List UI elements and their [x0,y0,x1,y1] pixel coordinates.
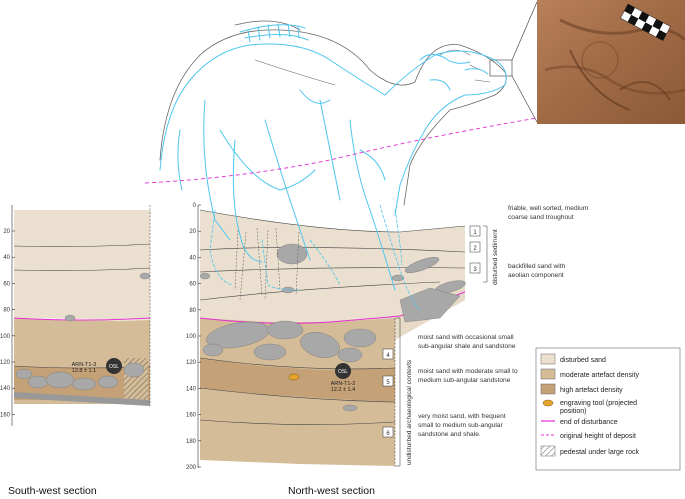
depth-tick-label: 120 [186,360,197,366]
northwest-section: OSL ARN-T1-2 12.2 ± 1.4 [197,205,466,468]
sw-sample-age: 12.8 ± 1.1 [72,368,96,374]
sw-osl-sample [106,358,122,374]
legend: disturbed sand moderate artefact density… [535,347,681,471]
end-of-disturbance-line [199,291,466,324]
svg-text:5: 5 [386,380,390,386]
legend-item-pedestal: pedestal under large rock [540,445,639,457]
original-height-line [144,117,538,184]
desc-unit6-line1: very moist sand, with frequent [418,413,506,420]
desc-unit3-line2: aeolian component [508,272,564,279]
depth-tick-label: 0 [193,203,197,209]
unit-box-4: 4 [382,348,394,360]
legend-item-engraving-tool: engraving tool (projected position) [542,399,637,415]
depth-tick-label: 80 [3,308,10,314]
zoom-indicator [489,1,538,123]
unit-box-6: 6 [382,426,394,438]
depth-tick-label: 120 [0,360,11,366]
depth-tick-label: 100 [0,334,11,340]
southwest-caption: South-west section [8,485,97,497]
engraving-photo [537,0,685,124]
depth-tick-label: 140 [0,386,11,392]
depth-tick-label: 100 [186,334,197,340]
sw-end-of-disturbance-line [13,317,151,321]
depth-tick-label: 160 [0,412,11,418]
disturbed-sediment-label: disturbed sediment [492,229,499,285]
svg-text:position): position) [560,408,586,415]
disturbance-traces [234,227,300,301]
legend-item-high-density: high artefact density [540,383,623,395]
desc-unit5-line1: moist sand with moderate small to [418,368,518,375]
svg-text:moderate artefact density: moderate artefact density [560,372,639,379]
nw-sample-age: 12.2 ± 1.4 [331,387,355,393]
desc-unit1-line2: coarse sand troughout [508,214,574,221]
southwest-section: OSL ARN-T1-3 12.8 ± 1.1 [11,205,151,426]
depth-tick-label: 60 [189,282,196,288]
desc-unit6-line3: sandstone and shale. [418,431,481,438]
depth-tick-label: 200 [186,465,197,471]
svg-text:pedestal under large rock: pedestal under large rock [560,449,639,456]
svg-text:6: 6 [386,431,390,437]
svg-text:1: 1 [473,230,477,236]
legend-item-moderate-density: moderate artefact density [540,368,639,380]
desc-unit3-line1: backfilled sand with [508,263,566,270]
legend-item-original-height: original height of deposit [541,433,636,440]
nw-osl-sample [335,363,351,379]
layer-descriptions: friable, well sorted, medium coarse sand… [418,205,589,438]
unit-box-2: 2 [469,241,481,253]
depth-tick-label: 20 [3,229,10,235]
unit-boxes: 1 2 3 4 5 6 [382,225,488,467]
unit-box-3: 3 [469,262,481,274]
desc-unit4-line1: moist sand with occasional small [418,334,514,341]
engraving-tool-marker [288,373,300,381]
svg-text:high artefact density: high artefact density [560,387,623,394]
desc-unit6-line2: small to medium sub-angular [418,422,503,429]
depth-tick-label: 180 [186,439,197,445]
legend-item-end-of-disturbance: end of disturbance [541,419,618,426]
nw-sample-id: ARN-T1-2 [331,381,356,387]
nw-osl-label: OSL [338,369,348,375]
southwest-depth-axis: 20 40 60 80 100 120 140 160 [0,229,15,418]
depth-tick-label: 80 [189,308,196,314]
svg-text:3: 3 [473,267,477,273]
svg-text:engraving tool (projected: engraving tool (projected [560,400,637,407]
sw-osl-label: OSL [109,364,119,370]
depth-tick-label: 60 [3,281,10,287]
rocks [199,243,466,412]
svg-text:4: 4 [386,353,390,359]
svg-text:disturbed sand: disturbed sand [560,357,606,364]
svg-text:end of disturbance: end of disturbance [560,419,618,426]
desc-unit4-line2: sub-angular shale and sandstone [418,343,516,350]
svg-text:original height of deposit: original height of deposit [560,433,636,440]
undisturbed-contexts-label: undisturbed archaeological contexts [406,359,413,465]
depth-tick-label: 20 [189,229,196,235]
depth-tick-label: 40 [3,255,10,261]
depth-tick-label: 40 [189,255,196,261]
unit-box-1: 1 [469,225,481,237]
photo-scale-bar [620,3,671,41]
northwest-caption: North-west section [288,485,375,497]
desc-unit1-line1: friable, well sorted, medium [508,205,589,212]
camel-engraving-tracing [159,20,507,311]
depth-tick-label: 160 [186,413,197,419]
svg-text:2: 2 [473,246,477,252]
desc-unit5-line2: medium sub-angular sandstone [418,377,511,384]
northwest-depth-axis: 0 20 40 60 80 100 120 140 160 180 200 [186,203,201,471]
sw-sample-id: ARN-T1-3 [72,362,97,368]
depth-tick-label: 140 [186,386,197,392]
legend-item-disturbed-sand: disturbed sand [540,353,606,365]
unit-box-5: 5 [382,375,394,387]
